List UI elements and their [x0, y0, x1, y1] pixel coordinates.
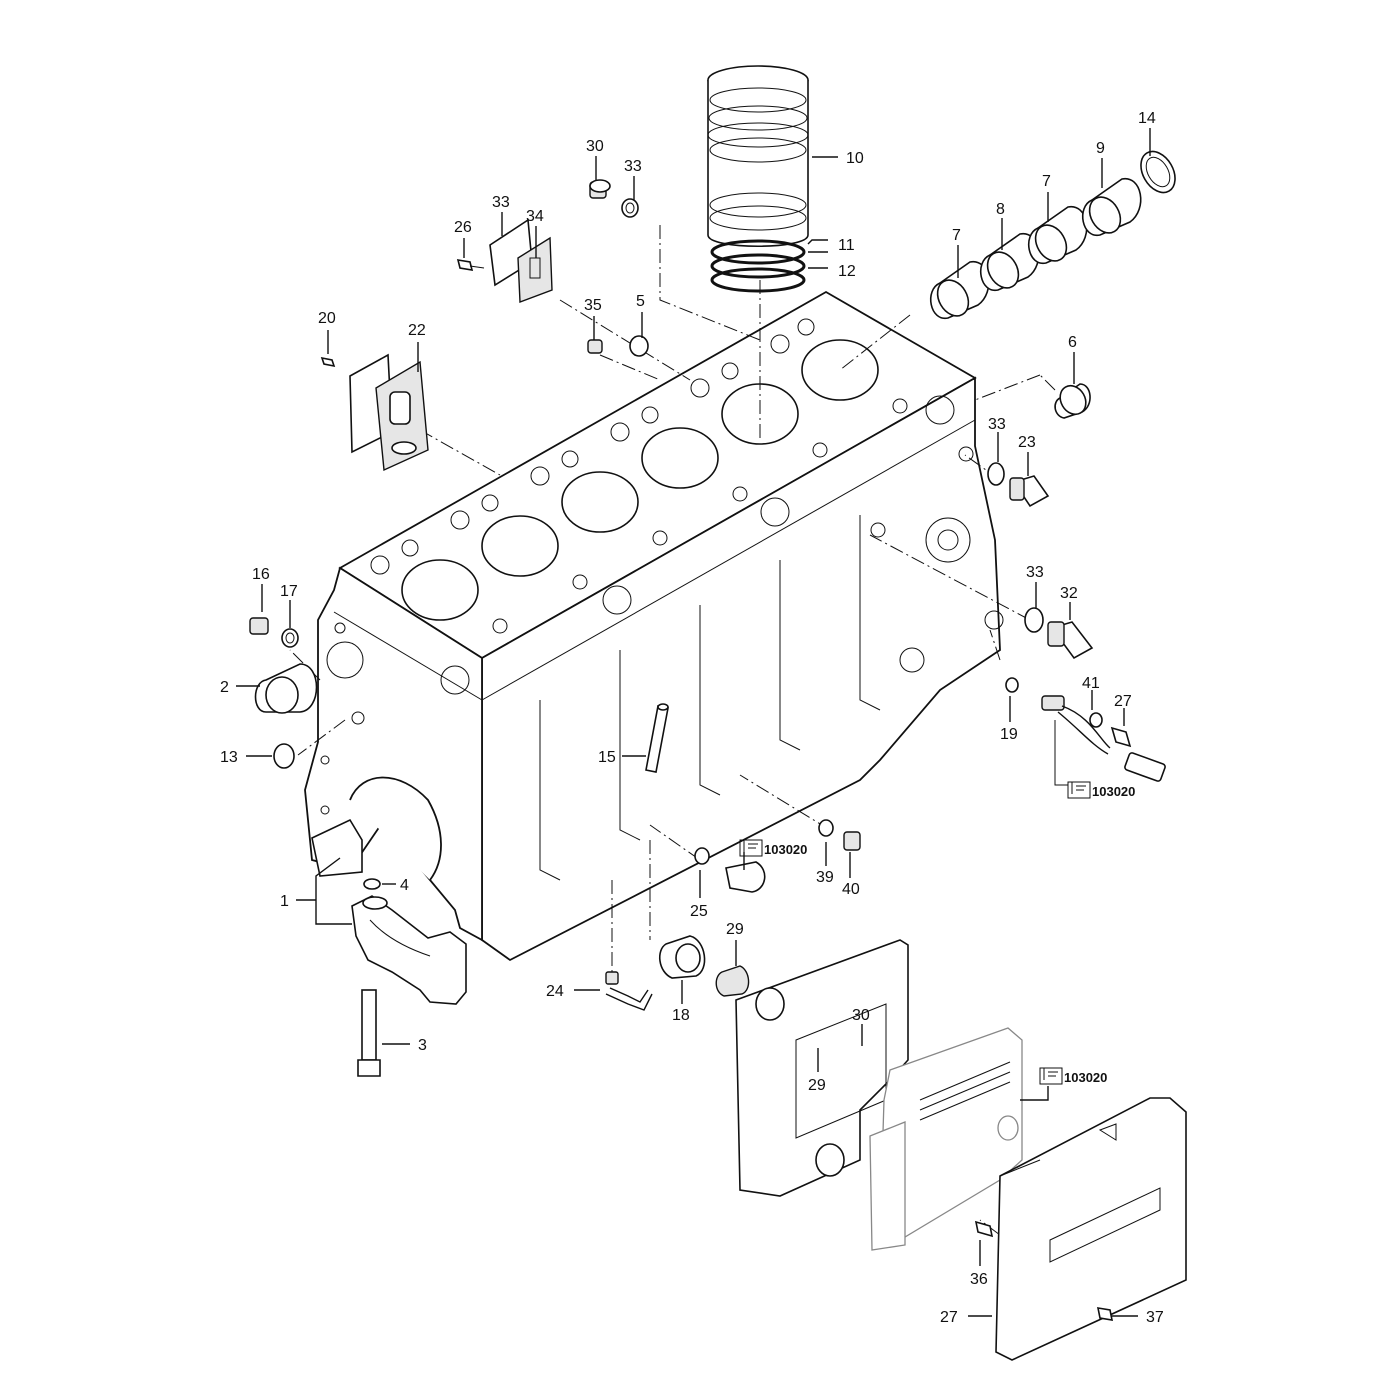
ecu-bracket-plate — [735, 939, 909, 1197]
callout-label: 22 — [408, 322, 426, 339]
callout-label: 15 — [598, 749, 616, 766]
callout-label: 27 — [1114, 693, 1132, 710]
callout-label: 34 — [526, 208, 544, 225]
callout-label: 30 — [852, 1007, 870, 1024]
reference-book-icon — [1067, 781, 1091, 799]
sensor-25 — [694, 847, 766, 893]
core-plug-6 — [1054, 383, 1091, 419]
callout-label: 1 — [280, 893, 289, 910]
callout-label: 39 — [816, 869, 834, 886]
plugs-34-5 — [587, 335, 649, 357]
callout-label: 7 — [952, 227, 961, 244]
ecu-unit — [869, 1027, 1023, 1251]
callout-label: 18 — [672, 1007, 690, 1024]
callout-label: 27 — [940, 1309, 958, 1326]
callout-label: 26 — [454, 219, 472, 236]
callout-label: 37 — [1146, 1309, 1164, 1326]
callout-label: 8 — [996, 201, 1005, 218]
callout-label: 32 — [1060, 585, 1078, 602]
callout-label: 9 — [1096, 140, 1105, 157]
callout-label: 23 — [1018, 434, 1036, 451]
callout-label: 29 — [726, 921, 744, 938]
callout-label: 29 — [808, 1077, 826, 1094]
deck-holes — [370, 318, 908, 634]
callout-label: 33 — [988, 416, 1006, 433]
callout-label: 11 — [838, 237, 855, 254]
callout-label: 35 — [584, 297, 602, 314]
camshaft-bushings — [930, 150, 1176, 319]
callout-label: 20 — [318, 310, 336, 327]
callout-label: 5 — [636, 293, 645, 310]
callout-label: 41 — [1082, 675, 1100, 692]
main-bearing-cap — [311, 818, 467, 1077]
dowel-pin-10 — [645, 703, 669, 773]
callout-label: 12 — [838, 263, 856, 280]
cover-plate-35-36 — [456, 218, 553, 303]
liner-o-rings — [710, 239, 806, 293]
callout-label: 17 — [280, 583, 298, 600]
reference-labels: 103020 103020 103020 — [764, 784, 1135, 1085]
callout-label: 14 — [1138, 110, 1156, 127]
callout-label: 25 — [690, 903, 708, 920]
reference-code: 103020 — [1092, 784, 1135, 799]
callout-label: 3 — [418, 1037, 427, 1054]
callout-label: 33 — [1026, 564, 1044, 581]
block-side-ribs — [539, 395, 1004, 881]
leader-lines — [236, 128, 1151, 1317]
block-front-holes — [320, 622, 470, 815]
callout-label: 7 — [1042, 173, 1051, 190]
sensor-23 — [987, 462, 1050, 508]
reference-book-icon — [1039, 1067, 1063, 1085]
callout-label: 6 — [1068, 334, 1077, 351]
callout-label: 24 — [546, 983, 564, 1000]
callout-label: 13 — [220, 749, 238, 766]
callout-label: 33 — [624, 158, 642, 175]
callout-label: 30 — [586, 138, 604, 155]
callout-labels: 10 11 12 7 8 7 9 14 6 30 33 26 33 34 35 … — [220, 110, 1164, 1326]
callout-label: 4 — [400, 877, 409, 894]
plug-39-40 — [818, 819, 861, 851]
callout-label: 2 — [220, 679, 229, 696]
plug-31-washer-33 — [589, 179, 639, 218]
cover-20-gasket-22 — [320, 353, 429, 472]
callout-label: 36 — [970, 1271, 988, 1288]
reference-code: 103020 — [764, 842, 807, 857]
callout-label: 16 — [252, 566, 270, 583]
front-plugs — [249, 617, 318, 769]
callout-label: 10 — [846, 150, 864, 167]
oil-nozzle-24 — [605, 971, 653, 1011]
reference-code: 103020 — [1064, 1070, 1107, 1085]
callout-label: 33 — [492, 194, 510, 211]
sensor-harness — [1005, 677, 1166, 786]
callout-label: 19 — [1000, 726, 1018, 743]
cylinder-liner — [707, 65, 809, 248]
sensor-32 — [1024, 607, 1094, 660]
reference-book-icon — [739, 839, 763, 857]
callout-label: 40 — [842, 881, 860, 898]
ecu-cover-26 — [995, 1097, 1187, 1361]
